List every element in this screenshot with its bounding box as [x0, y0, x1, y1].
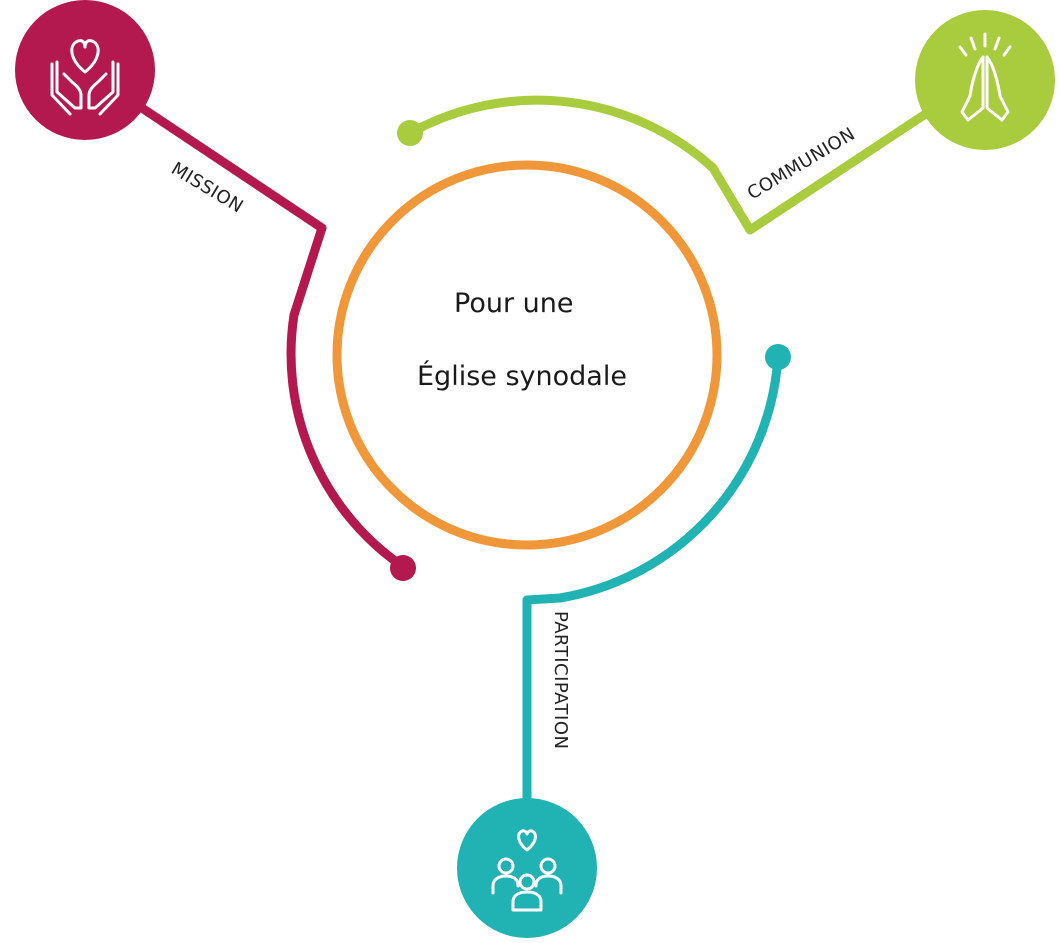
- participation-end-dot: [765, 344, 791, 370]
- center-title-line2: Église synodale: [417, 360, 627, 392]
- praying-hands-icon: [958, 32, 1012, 122]
- communion-end-dot: [397, 120, 423, 146]
- participation-badge: [457, 798, 597, 938]
- participation-label: PARTICIPATION: [550, 611, 571, 749]
- communion-badge: [915, 10, 1055, 150]
- mission-end-dot: [390, 555, 416, 581]
- participation-connector: [522, 352, 783, 865]
- center-ring: [332, 160, 722, 550]
- communion-connector: [407, 73, 985, 235]
- mission-branch: MISSION: [15, 0, 416, 581]
- mission-connector: [80, 65, 410, 573]
- hands-heart-icon: [50, 39, 120, 116]
- center-title-line1: Pour une: [454, 288, 573, 319]
- communion-branch: COMMUNION: [397, 10, 1055, 235]
- mission-badge: [15, 0, 155, 140]
- people-heart-icon: [491, 829, 563, 912]
- participation-branch: PARTICIPATION: [457, 344, 791, 938]
